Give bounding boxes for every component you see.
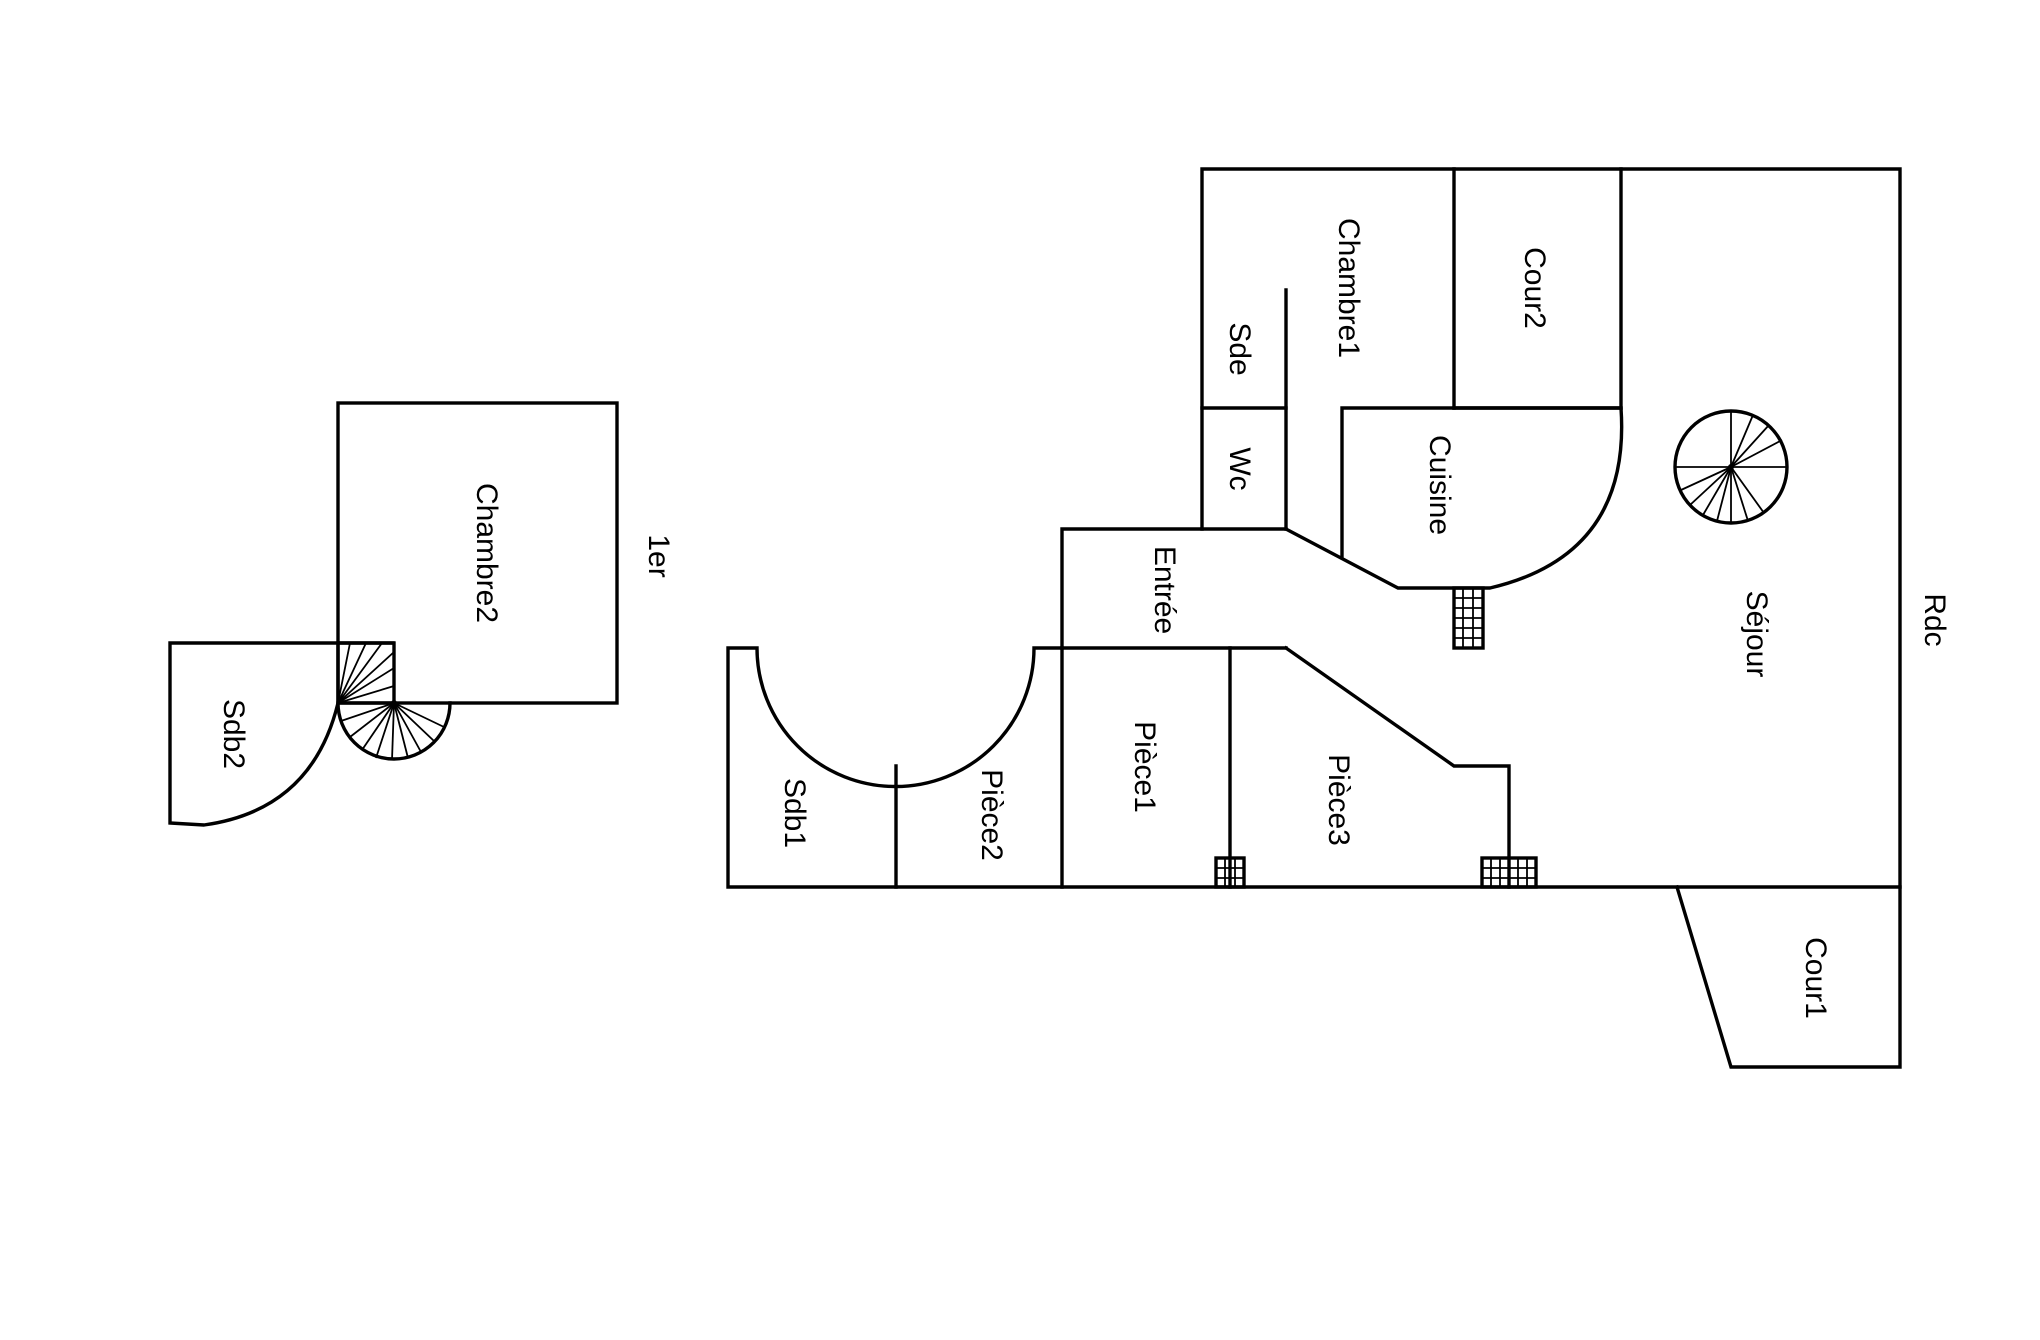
ground-outer-walls [726, 167, 1902, 889]
room-label-wc: Wc [1223, 447, 1256, 490]
room-label-cuisine: Cuisine [1423, 435, 1456, 535]
level-label-upper: 1er [642, 534, 675, 577]
cuisine-stair [1452, 586, 1485, 650]
piece3-walls [1283, 645, 1511, 889]
sdb2-walls [168, 641, 395, 827]
ground-floor-plan [726, 167, 1902, 1069]
chambre2-walls [336, 401, 619, 705]
upper-floor-plan [168, 401, 619, 827]
sejour-spiral-stair [1673, 409, 1789, 525]
room-label-chambre2: Chambre2 [470, 483, 503, 623]
level-label-ground: Rdc [1918, 593, 1951, 646]
piece3-stair [1480, 856, 1538, 889]
room-label-sdb1: Sdb1 [778, 778, 811, 848]
room-label-chambre1: Chambre1 [1332, 218, 1365, 358]
room-label-piece3: Pièce3 [1322, 754, 1355, 846]
room-label-sde: Sde [1223, 322, 1256, 375]
piece1-stair [1214, 856, 1246, 889]
room-label-cour1: Cour1 [1799, 937, 1832, 1019]
room-label-sdb2: Sdb2 [217, 699, 250, 769]
upper-stair-landing-treads [337, 642, 395, 704]
room-label-piece2: Pièce2 [975, 769, 1008, 861]
room-label-sejour: Séjour [1740, 591, 1773, 678]
room-label-entree: Entrée [1148, 546, 1181, 634]
room-label-piece1: Pièce1 [1128, 721, 1161, 813]
labels: 1er Rdc Chambre2 Sdb2 Chambre1 Cour2 Sde… [217, 218, 1951, 1019]
cour1-walls [1674, 884, 1902, 1069]
upper-spiral-stair [336, 700, 452, 761]
cuisine-walls [1283, 406, 1624, 590]
room-label-cour2: Cour2 [1518, 247, 1551, 329]
